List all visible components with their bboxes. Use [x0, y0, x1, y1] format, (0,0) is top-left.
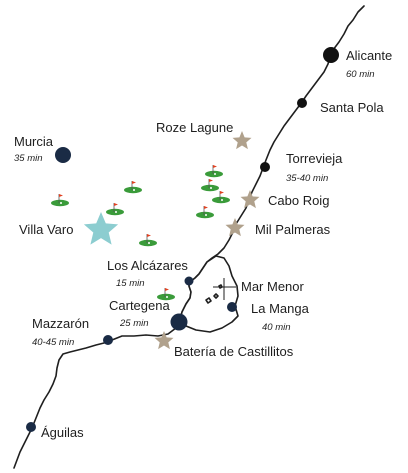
mazzaron-time: 40-45 min — [32, 337, 74, 348]
golf-hole-dot — [166, 296, 168, 298]
villa-varo-star-icon[interactable] — [83, 212, 119, 245]
villa-varo-label: Villa Varo — [19, 222, 73, 237]
roze-lagune-star-icon[interactable] — [232, 131, 252, 150]
alicante-city-dot[interactable] — [323, 47, 339, 63]
cartegena-label: Cartegena — [109, 298, 170, 313]
los-alcazares-town-dot[interactable] — [184, 276, 194, 286]
cabo-roig-label: Cabo Roig — [268, 193, 329, 208]
la-manga-time: 40 min — [262, 322, 291, 333]
aguilas-label: Águilas — [41, 425, 84, 440]
map-labels: Alicante 60 min Santa Pola Torrevieja 35… — [14, 48, 392, 440]
golf-flag-icon — [114, 203, 118, 206]
mazzaron-label: Mazzarón — [32, 316, 89, 331]
golf-hole-dot — [148, 242, 150, 244]
cartegena-time: 25 min — [119, 318, 149, 329]
golf-flag-icon — [209, 179, 213, 182]
golf-course-icon[interactable] — [51, 194, 69, 207]
map-stars — [83, 131, 260, 350]
golf-hole-dot — [205, 214, 207, 216]
golf-hole-dot — [115, 211, 117, 213]
golf-hole-dot — [214, 173, 216, 175]
golf-flag-icon — [220, 191, 224, 194]
alicante-time: 60 min — [346, 69, 375, 80]
la-manga-label: La Manga — [251, 301, 310, 316]
alicante-label: Alicante — [346, 48, 392, 63]
los-alcazares-label: Los Alcázares — [107, 258, 188, 273]
golf-flag-icon — [147, 234, 151, 237]
murcia-time: 35 min — [14, 153, 43, 164]
golf-hole-dot — [210, 187, 212, 189]
santa-pola-label: Santa Pola — [320, 100, 384, 115]
golf-hole-dot — [60, 202, 62, 204]
golf-flag-icon — [59, 194, 63, 197]
mar-menor-label: Mar Menor — [241, 279, 305, 294]
golf-flag-icon — [213, 165, 217, 168]
golf-courses — [51, 165, 230, 301]
golf-course-icon[interactable] — [106, 203, 124, 216]
map-symbols — [26, 47, 339, 432]
golf-course-icon[interactable] — [157, 288, 175, 301]
roze-lagune-label: Roze Lagune — [156, 120, 233, 135]
golf-course-icon[interactable] — [196, 206, 214, 219]
golf-flag-icon — [204, 206, 208, 209]
golf-course-icon[interactable] — [139, 234, 157, 247]
torrevieja-label: Torrevieja — [286, 151, 343, 166]
bateria-label: Batería de Castillitos — [174, 344, 294, 359]
mazzaron-town-dot[interactable] — [103, 335, 113, 345]
mil-palmeras-star-icon[interactable] — [225, 218, 245, 237]
torrevieja-time: 35-40 min — [286, 173, 328, 184]
cabo-roig-star-icon[interactable] — [240, 190, 260, 209]
mar-menor-lagoon — [179, 255, 239, 333]
golf-flag-icon — [165, 288, 169, 291]
santa-pola-city-dot[interactable] — [297, 98, 307, 108]
golf-course-icon[interactable] — [205, 165, 223, 178]
mil-palmeras-label: Mil Palmeras — [255, 222, 331, 237]
golf-course-icon[interactable] — [201, 179, 219, 192]
los-alcazares-time: 15 min — [116, 278, 145, 289]
lagoon-island-2 — [213, 293, 219, 299]
bateria-star-icon[interactable] — [154, 331, 174, 350]
golf-course-icon[interactable] — [212, 191, 230, 204]
cartegena-town-dot[interactable] — [170, 313, 188, 331]
murcia-town-dot[interactable] — [55, 147, 71, 163]
golf-hole-dot — [221, 199, 223, 201]
murcia-label: Murcia — [14, 134, 54, 149]
golf-hole-dot — [133, 189, 135, 191]
torrevieja-city-dot[interactable] — [260, 162, 270, 172]
coastline-north — [13, 5, 365, 469]
golf-flag-icon — [132, 181, 136, 184]
aguilas-town-dot[interactable] — [26, 422, 36, 432]
lagoon-island-1 — [205, 297, 212, 304]
golf-course-icon[interactable] — [124, 181, 142, 194]
la-manga-town-dot[interactable] — [227, 302, 237, 312]
